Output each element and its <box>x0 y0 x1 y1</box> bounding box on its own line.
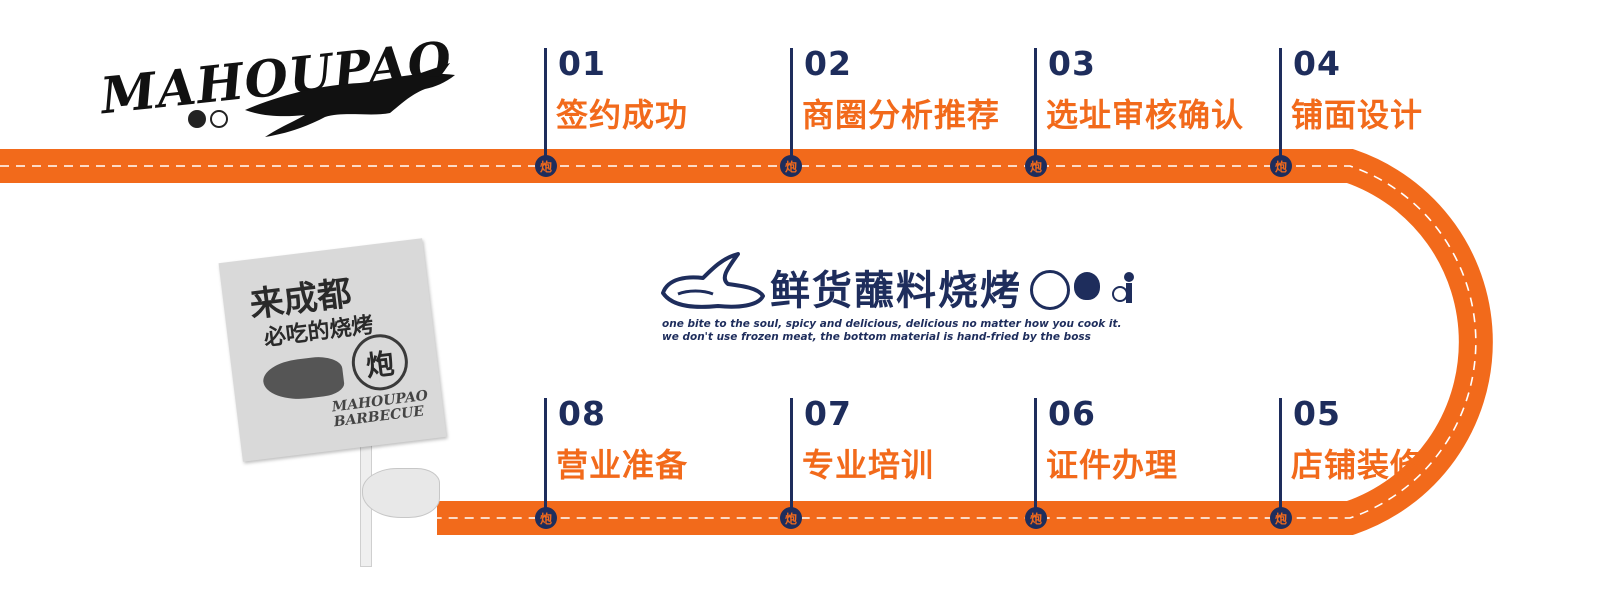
step-divider <box>544 398 547 516</box>
marker-step-04: 炮 <box>1270 155 1292 177</box>
marker-glyph: 炮 <box>1030 511 1042 526</box>
brand-tagline-2: we don't use frozen meat, the bottom mat… <box>662 331 1091 343</box>
step-divider <box>1034 398 1037 516</box>
promo-sign: 来成都 必吃的烧烤 炮 MAHOUPAO BARBECUE <box>218 238 447 462</box>
step-number: 01 <box>558 44 606 83</box>
step-divider <box>1279 398 1282 516</box>
logo-badge-icon <box>188 110 206 128</box>
marker-glyph: 炮 <box>540 159 552 174</box>
step-divider <box>1034 48 1037 166</box>
sign-stamp-glyph: 炮 <box>364 346 397 383</box>
step-divider <box>790 398 793 516</box>
marker-step-02: 炮 <box>780 155 802 177</box>
marker-glyph: 炮 <box>1275 511 1287 526</box>
step-number: 08 <box>558 394 606 433</box>
marker-step-06: 炮 <box>1025 507 1047 529</box>
step-number: 06 <box>1048 394 1096 433</box>
step-title: 营业准备 <box>556 446 689 484</box>
step-number: 05 <box>1293 394 1341 433</box>
horse-logo-icon <box>245 63 455 137</box>
step-title: 铺面设计 <box>1291 96 1424 134</box>
step-number: 07 <box>804 394 852 433</box>
brand-badge-icon <box>1030 270 1070 310</box>
marker-glyph: 炮 <box>785 511 797 526</box>
step-title: 店铺装修 <box>1291 446 1424 484</box>
marker-step-05: 炮 <box>1270 507 1292 529</box>
step-number: 04 <box>1293 44 1341 83</box>
marker-step-08: 炮 <box>535 507 557 529</box>
hand-image <box>362 468 440 518</box>
step-divider <box>544 48 547 166</box>
brand-tagline-1: one bite to the soul, spicy and deliciou… <box>662 318 1122 330</box>
step-number: 03 <box>1048 44 1096 83</box>
brand-center-title: 鲜货蘸料烧烤 <box>770 268 1022 314</box>
step-number: 02 <box>804 44 852 83</box>
step-title: 证件办理 <box>1046 446 1179 484</box>
marker-glyph: 炮 <box>785 159 797 174</box>
horse-icon <box>261 354 346 404</box>
step-title: 选址审核确认 <box>1046 96 1245 134</box>
chef-icon <box>1112 272 1142 304</box>
marker-step-01: 炮 <box>535 155 557 177</box>
marker-glyph: 炮 <box>1030 159 1042 174</box>
marker-glyph: 炮 <box>540 511 552 526</box>
step-title: 专业培训 <box>802 446 935 484</box>
flame-icon <box>1074 272 1100 300</box>
marker-step-07: 炮 <box>780 507 802 529</box>
sign-brand: MAHOUPAO BARBECUE <box>331 387 429 431</box>
hands-icon <box>661 252 765 309</box>
step-title: 签约成功 <box>556 96 689 134</box>
marker-step-03: 炮 <box>1025 155 1047 177</box>
step-divider <box>1279 48 1282 166</box>
step-title: 商圈分析推荐 <box>802 96 1001 134</box>
logo-flame-icon <box>210 110 228 128</box>
step-divider <box>790 48 793 166</box>
marker-glyph: 炮 <box>1275 159 1287 174</box>
